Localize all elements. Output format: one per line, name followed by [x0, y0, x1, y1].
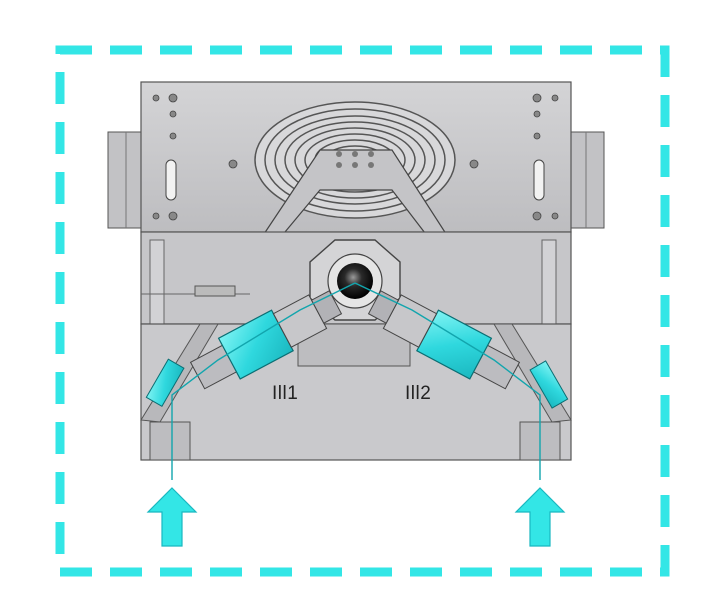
left-illumination-arm [145, 282, 356, 480]
dashed-boundary-frame [55, 45, 670, 577]
right-channel-label: Ill2 [405, 383, 432, 404]
middle-block [140, 231, 572, 325]
left-input-arrow [146, 487, 198, 547]
lower-block [140, 323, 572, 461]
top-plate [140, 81, 572, 251]
left-channel-label: Ill1 [272, 383, 299, 404]
right-side-tab [569, 131, 605, 229]
center-lens [337, 263, 373, 299]
right-input-arrow [514, 487, 566, 547]
right-illumination-arm [354, 282, 569, 480]
left-side-tab [107, 131, 143, 229]
